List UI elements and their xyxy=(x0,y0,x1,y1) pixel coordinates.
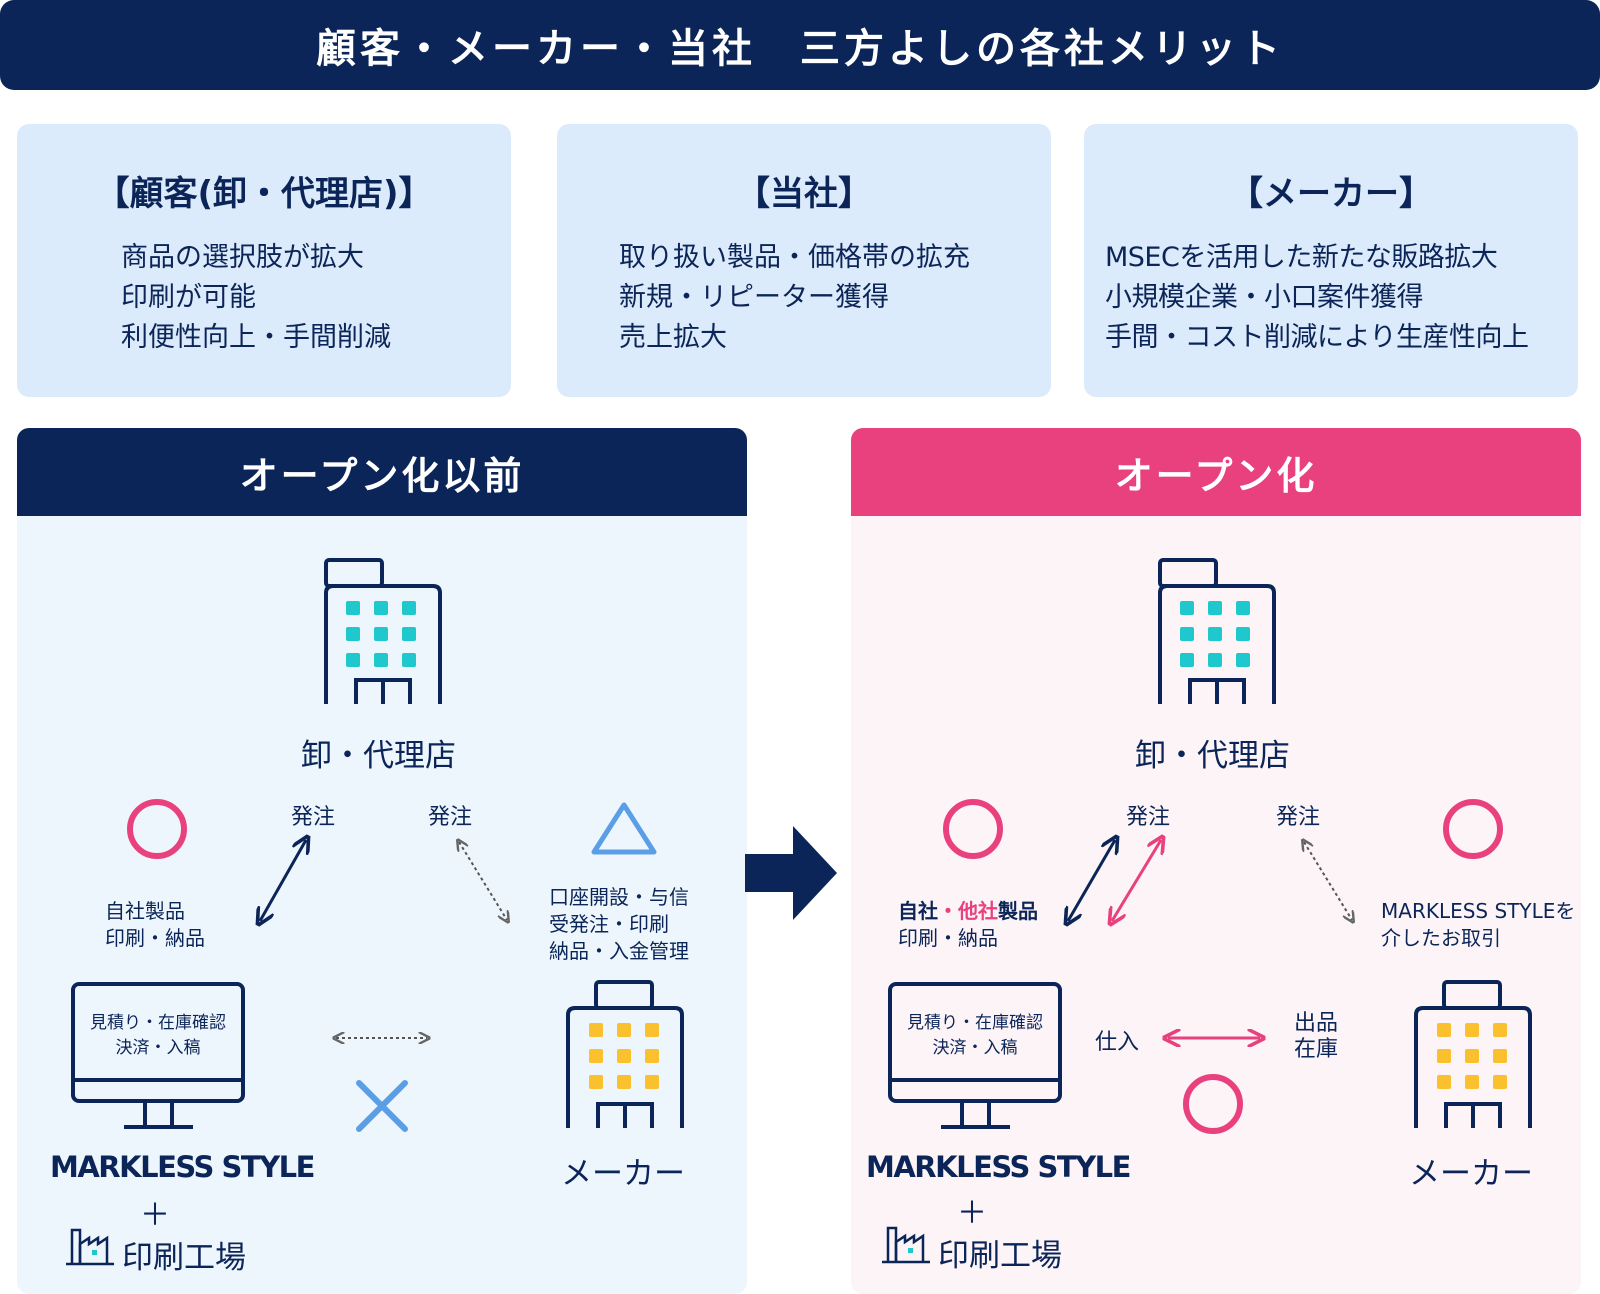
card-lines: 取り扱い製品・価格帯の拡充 新規・リピーター獲得 売上拡大 xyxy=(619,238,970,358)
maker-label: メーカー xyxy=(561,1156,685,1192)
wholesaler-label: 卸・代理店 xyxy=(1135,738,1290,774)
card-line: 売上拡大 xyxy=(619,322,727,353)
monitor-icon xyxy=(71,982,245,1129)
dot-separator: ・ xyxy=(938,899,958,923)
card-maker: 【メーカー】 MSECを活用した新たな販路拡大 小規模企業・小口案件獲得 手間・… xyxy=(1084,124,1578,397)
maker-task-line: 受発注・印刷 xyxy=(549,912,669,936)
products-suffix: 製品 xyxy=(998,899,1038,923)
order-label: 発注 xyxy=(1276,805,1321,830)
circle-good-icon xyxy=(943,799,1003,859)
transition-arrow-icon xyxy=(745,826,837,920)
products-line: 自社・他社製品 xyxy=(898,898,1038,925)
wholesaler-label: 卸・代理店 xyxy=(301,738,456,774)
maker-tasks-label: 口座開設・与信 受発注・印刷 納品・入金管理 xyxy=(549,884,689,965)
maker-building-icon xyxy=(1414,980,1532,1128)
order-label: 発注 xyxy=(291,805,336,830)
after-panel xyxy=(851,516,1581,1294)
card-title: 【当社】 xyxy=(736,174,872,214)
card-customer: 【顧客(卸・代理店)】 商品の選択肢が拡大 印刷が可能 利便性向上・手間削減 xyxy=(17,124,511,397)
products-label: 自社・他社製品 印刷・納品 xyxy=(898,898,1038,952)
listing-line: 在庫 xyxy=(1294,1037,1339,1062)
factory-label: 印刷工場 xyxy=(938,1238,1062,1274)
before-panel-header: オープン化以前 xyxy=(17,428,747,516)
monitor-screen-text: 見積り・在庫確認 決済・入稿 xyxy=(75,1011,241,1061)
via-line: 介したお取引 xyxy=(1381,926,1501,950)
card-line: 取り扱い製品・価格帯の拡充 xyxy=(619,242,970,273)
card-line: 新規・リピーター獲得 xyxy=(619,282,889,313)
wholesaler-building-icon xyxy=(324,558,442,704)
listing-line: 出品 xyxy=(1294,1011,1339,1036)
monitor-line: 見積り・在庫確認 xyxy=(90,1013,226,1033)
card-lines: 商品の選択肢が拡大 印刷が可能 利便性向上・手間削減 xyxy=(121,238,391,358)
own-products-label: 自社製品 印刷・納品 xyxy=(105,898,205,952)
plus-sign: ＋ xyxy=(140,1198,170,1233)
card-title: 【顧客(卸・代理店)】 xyxy=(95,174,433,214)
plus-sign: ＋ xyxy=(957,1196,987,1231)
order-label: 発注 xyxy=(428,805,473,830)
card-line: 利便性向上・手間削減 xyxy=(121,322,391,353)
before-panel xyxy=(17,516,747,1294)
triangle-fair-icon xyxy=(591,802,657,855)
wholesaler-building-icon xyxy=(1158,558,1276,704)
order-arrow-pink xyxy=(1112,840,1161,921)
after-panel-header: オープン化 xyxy=(851,428,1581,516)
order-arrow-solid xyxy=(260,840,306,921)
other-products: 他社 xyxy=(958,899,998,923)
own-products-line: 印刷・納品 xyxy=(105,926,205,950)
after-title: オープン化 xyxy=(1114,452,1318,498)
monitor-line: 見積り・在庫確認 xyxy=(907,1013,1043,1033)
before-title: オープン化以前 xyxy=(239,452,525,498)
cross-bad-icon xyxy=(356,1080,408,1132)
maker-building-icon xyxy=(566,980,684,1128)
listing-label: 出品 在庫 xyxy=(1294,1011,1338,1063)
circle-good-icon xyxy=(1183,1074,1243,1134)
card-line: 印刷が可能 xyxy=(121,282,256,313)
monitor-icon xyxy=(888,982,1062,1129)
markless-style-label: MARKLESS STYLE xyxy=(50,1150,315,1184)
card-line: MSECを活用した新たな販路拡大 xyxy=(1105,242,1498,273)
purchase-label: 仕入 xyxy=(1095,1030,1140,1055)
banner-title: 顧客・メーカー・当社 三方よしの各社メリット xyxy=(316,25,1284,72)
order-label: 発注 xyxy=(1126,805,1171,830)
card-line: 手間・コスト削減により生産性向上 xyxy=(1105,322,1529,353)
factory-label: 印刷工場 xyxy=(122,1240,246,1276)
card-line: 小規模企業・小口案件獲得 xyxy=(1105,282,1424,313)
factory-icon xyxy=(66,1228,114,1266)
markless-style-label: MARKLESS STYLE xyxy=(866,1150,1131,1184)
via-line: MARKLESS STYLEを xyxy=(1381,899,1576,923)
own-products-line: 自社製品 xyxy=(105,899,185,923)
card-title: 【メーカー】 xyxy=(1229,174,1433,214)
maker-task-line: 納品・入金管理 xyxy=(549,939,689,963)
card-lines: MSECを活用した新たな販路拡大 小規模企業・小口案件獲得 手間・コスト削減によ… xyxy=(1105,238,1529,358)
circle-good-icon xyxy=(1443,799,1503,859)
maker-label: メーカー xyxy=(1409,1156,1533,1192)
card-company: 【当社】 取り扱い製品・価格帯の拡充 新規・リピーター獲得 売上拡大 xyxy=(557,124,1051,397)
monitor-line: 決済・入稿 xyxy=(115,1038,201,1058)
factory-icon xyxy=(882,1226,930,1264)
via-markless-label: MARKLESS STYLEを 介したお取引 xyxy=(1381,898,1575,952)
header-banner: 顧客・メーカー・当社 三方よしの各社メリット xyxy=(0,0,1600,90)
order-arrow-dotted xyxy=(459,842,507,920)
order-arrow-solid xyxy=(1068,840,1115,921)
monitor-screen-text: 見積り・在庫確認 決済・入稿 xyxy=(892,1011,1058,1061)
maker-task-line: 口座開設・与信 xyxy=(549,885,689,909)
circle-good-icon xyxy=(127,799,187,859)
products-line: 印刷・納品 xyxy=(898,926,998,950)
monitor-line: 決済・入稿 xyxy=(932,1038,1018,1058)
order-arrow-dotted xyxy=(1304,842,1352,920)
card-line: 商品の選択肢が拡大 xyxy=(121,242,364,273)
self-products: 自社 xyxy=(898,899,938,923)
